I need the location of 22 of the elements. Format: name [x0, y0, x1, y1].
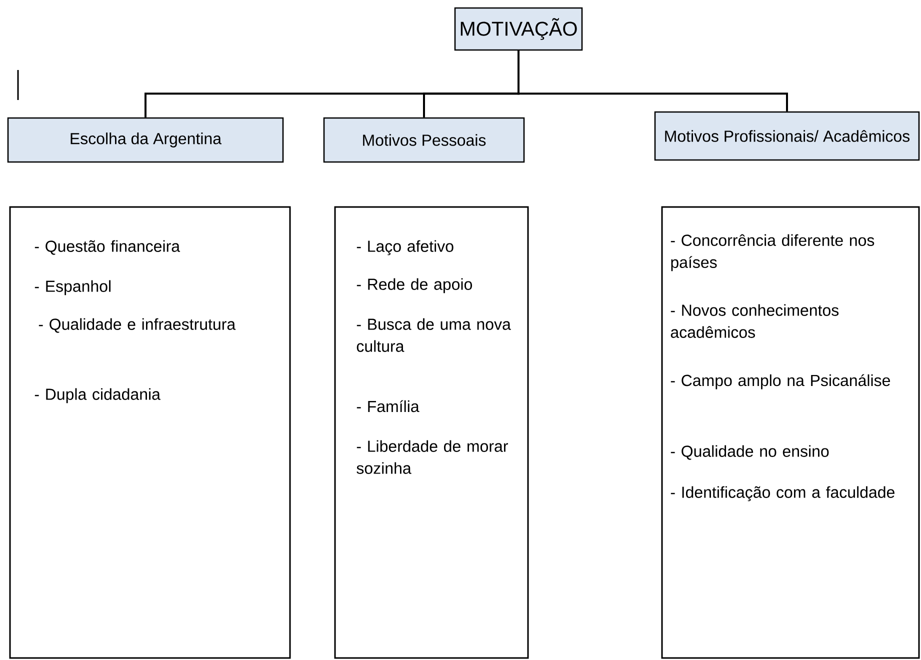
heading-box: Motivos Pessoais [323, 117, 525, 163]
list-box [334, 206, 529, 659]
list-item: - Qualidade e infraestrutura [38, 318, 236, 333]
connector-line [518, 50, 788, 112]
list-item: - Família [356, 400, 420, 412]
list-item: - Identificação com a faculdade [670, 486, 894, 502]
list-item: - Qualidade no ensino [670, 445, 829, 460]
list-item: - Espanhol [34, 280, 110, 296]
list-item: - Rede de apoio [356, 278, 472, 294]
list-item: - Novos conhecimentos acadêmicos [670, 304, 839, 338]
list-item: - Questão financeira [34, 240, 180, 255]
heading-box: Motivos Profissionais/ Acadêmicos [654, 111, 920, 161]
list-item: - Concorrência diferente nos países [670, 234, 874, 272]
list-item: - Campo amplo na Psicanálise [670, 374, 890, 390]
heading-box: MOTIVAÇÃO [454, 7, 583, 51]
list-item: - Laço afetivo [356, 240, 454, 256]
list-box [661, 206, 920, 659]
list-item: - Dupla cidadania [34, 388, 160, 404]
list-item: - Busca de uma nova cultura [356, 318, 511, 352]
list-item: - Liberdade de morar sozinha [356, 440, 508, 474]
heading-box: Escolha da Argentina [7, 117, 284, 163]
list-box [9, 206, 291, 659]
